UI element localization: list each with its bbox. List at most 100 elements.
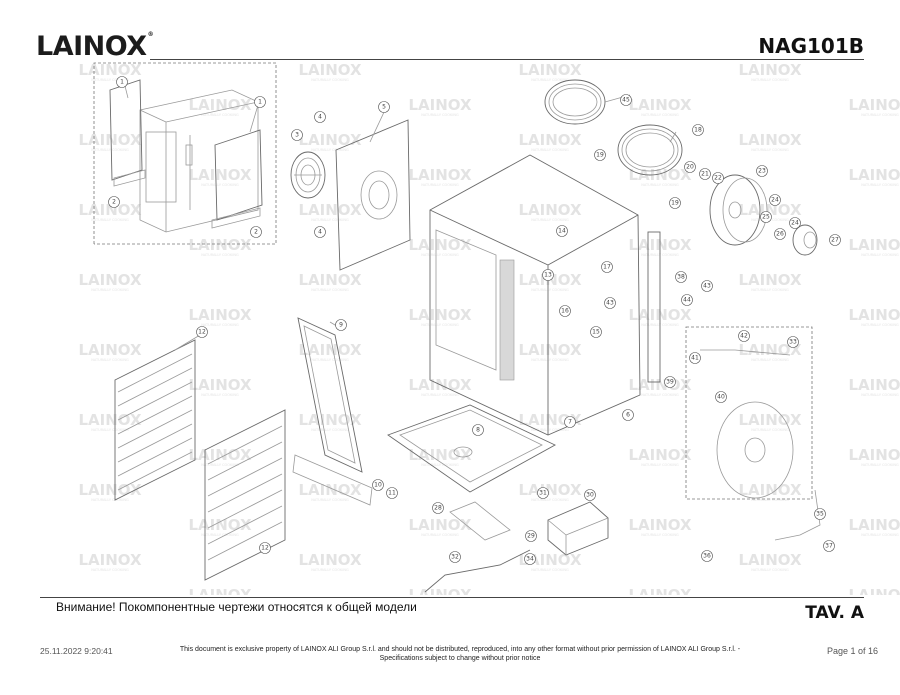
secondary-fan-frame xyxy=(685,326,813,500)
watermark-text: LAINOX xyxy=(408,166,472,184)
watermark-text: LAINOX xyxy=(78,271,142,289)
drip-channel xyxy=(292,454,373,506)
watermark-tagline: NATURALLY COOKING xyxy=(201,253,239,257)
watermark-text: LAINOX xyxy=(738,201,802,219)
brand-name: LAINOX xyxy=(36,31,147,62)
svg-text:34: 34 xyxy=(526,556,534,563)
steam-generator xyxy=(547,501,609,556)
watermark-tagline: NATURALLY COOKING xyxy=(201,393,239,397)
watermark-tagline: NATURALLY COOKING xyxy=(751,568,789,572)
watermark-tagline: NATURALLY COOKING xyxy=(751,78,789,82)
part-callout: 35 xyxy=(814,508,826,520)
watermark-tagline: NATURALLY COOKING xyxy=(641,183,679,187)
watermark-text: LAINOX xyxy=(188,166,252,184)
watermark-tagline: NATURALLY COOKING xyxy=(311,358,349,362)
shelf-rack-right xyxy=(204,409,286,581)
watermark-text: LAINOX xyxy=(408,236,472,254)
watermark-text: LAINOX xyxy=(628,446,692,464)
part-callout: 42 xyxy=(738,330,750,342)
watermark-text: LAINOX xyxy=(738,131,802,149)
svg-text:39: 39 xyxy=(666,379,674,386)
watermark-text: LAINOX xyxy=(78,61,142,79)
svg-text:35: 35 xyxy=(816,511,824,518)
watermark-text: LAINOX xyxy=(408,446,472,464)
watermark-text: LAINOX xyxy=(298,61,362,79)
part-callout: 10 xyxy=(372,479,384,491)
watermark-text: LAINOX xyxy=(628,586,692,595)
leader-lines xyxy=(124,85,677,351)
part-callout: 22 xyxy=(712,172,724,184)
watermark-text: LAINOX xyxy=(78,481,142,499)
watermark-tagline: NATURALLY COOKING xyxy=(311,148,349,152)
svg-text:41: 41 xyxy=(691,355,699,362)
svg-text:36: 36 xyxy=(703,553,711,560)
watermark-tagline: NATURALLY COOKING xyxy=(861,113,899,117)
watermark-text: LAINOX xyxy=(298,411,362,429)
fan-wheel xyxy=(709,174,768,246)
disclaimer-line-1: This document is exclusive property of L… xyxy=(179,646,741,653)
part-callout: 26 xyxy=(774,228,786,240)
watermark-text: LAINOX xyxy=(628,96,692,114)
part-callout: 21 xyxy=(699,168,711,180)
part-callout: 18 xyxy=(692,124,704,136)
watermark-text: LAINOX xyxy=(408,306,472,324)
watermark-text: LAINOX xyxy=(408,586,472,595)
part-callout: 12 xyxy=(259,542,271,554)
watermark-text: LAINOX xyxy=(848,376,900,394)
watermark-text: LAINOX xyxy=(78,551,142,569)
chimney-pipe xyxy=(647,231,661,383)
svg-text:25: 25 xyxy=(762,214,770,221)
part-callout: 17 xyxy=(601,261,613,273)
watermark-text: LAINOX xyxy=(188,586,252,595)
watermark-text: LAINOX xyxy=(848,446,900,464)
watermark-tagline: NATURALLY COOKING xyxy=(311,568,349,572)
watermark-text: LAINOX xyxy=(78,201,142,219)
watermark-tagline: NATURALLY COOKING xyxy=(91,428,129,432)
watermark-tagline: NATURALLY COOKING xyxy=(91,218,129,222)
svg-text:29: 29 xyxy=(527,533,535,540)
watermark-tagline: NATURALLY COOKING xyxy=(91,78,129,82)
watermark-text: LAINOX xyxy=(188,96,252,114)
watermark-tagline: NATURALLY COOKING xyxy=(861,463,899,467)
part-callout: 29 xyxy=(525,530,537,542)
watermark-tagline: NATURALLY COOKING xyxy=(421,323,459,327)
watermark-text: LAINOX xyxy=(78,131,142,149)
footer-rule xyxy=(40,597,864,598)
watermark-tagline: NATURALLY COOKING xyxy=(201,113,239,117)
watermark-tagline: NATURALLY COOKING xyxy=(91,568,129,572)
part-callout: 40 xyxy=(715,391,727,403)
part-callout: 9 xyxy=(335,319,347,331)
watermark-text: LAINOX xyxy=(188,306,252,324)
svg-text:2: 2 xyxy=(112,199,116,206)
svg-text:22: 22 xyxy=(714,175,722,182)
watermark-tagline: NATURALLY COOKING xyxy=(861,323,899,327)
side-panel-right xyxy=(214,129,263,221)
lainox-logo: LAINOX® xyxy=(36,31,154,62)
watermark-tagline: NATURALLY COOKING xyxy=(751,498,789,502)
watermark-tagline: NATURALLY COOKING xyxy=(641,113,679,117)
page-number: Page 1 of 16 xyxy=(826,646,878,656)
svg-text:12: 12 xyxy=(261,545,269,552)
watermark-tagline: NATURALLY COOKING xyxy=(201,183,239,187)
watermark-tagline: NATURALLY COOKING xyxy=(531,358,569,362)
watermark-text: LAINOX xyxy=(848,96,900,114)
part-callout: 11 xyxy=(386,487,398,499)
svg-text:38: 38 xyxy=(677,274,685,281)
watermark-text: LAINOX xyxy=(78,341,142,359)
part-callout: 27 xyxy=(829,234,841,246)
watermark-text: LAINOX xyxy=(298,201,362,219)
watermark-text: LAINOX xyxy=(298,551,362,569)
part-callout: 36 xyxy=(701,550,713,562)
watermark-text: LAINOX xyxy=(188,376,252,394)
part-callout: 7 xyxy=(564,416,576,428)
part-callout: 30 xyxy=(584,489,596,501)
part-callout: 4 xyxy=(314,111,326,123)
oven-group-frame xyxy=(93,62,277,245)
disclaimer-line-2: Specifications subject to change without… xyxy=(379,655,541,662)
watermark-tagline: NATURALLY COOKING xyxy=(751,358,789,362)
watermark-text: LAINOX xyxy=(518,201,582,219)
watermark-tagline: NATURALLY COOKING xyxy=(91,498,129,502)
part-callout: 1 xyxy=(116,76,128,88)
svg-text:11: 11 xyxy=(388,490,396,497)
svg-text:43: 43 xyxy=(606,300,614,307)
